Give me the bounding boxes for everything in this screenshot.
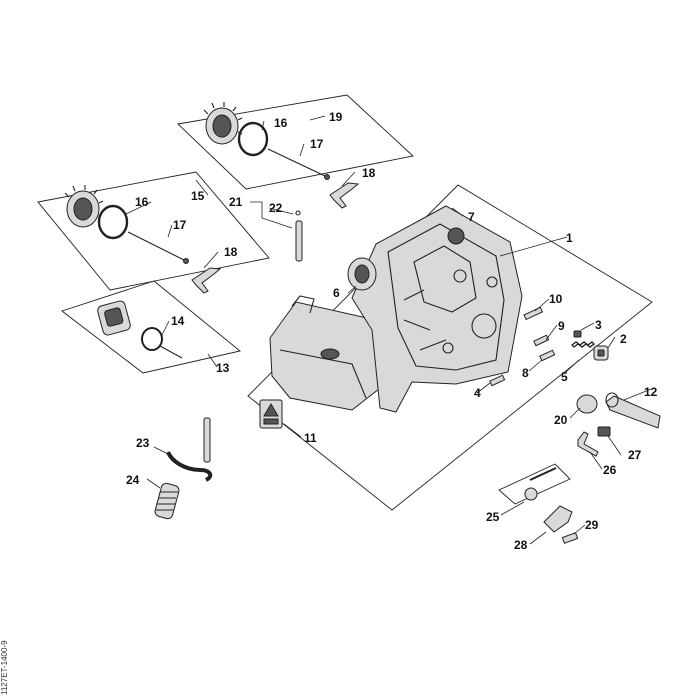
- callout-20: 20: [554, 413, 568, 427]
- clip-part-27: [597, 426, 611, 437]
- callout-2: 2: [620, 332, 627, 346]
- crankcase-housing-part-1: [269, 205, 523, 413]
- screw-part-8: [539, 349, 556, 362]
- spring-part-5: [570, 341, 596, 348]
- callout-numbers: 1 2 3 4 5 6 7 8 9 10 11 12 13 14 15 16 1…: [126, 110, 658, 552]
- bracket-part-26: [577, 431, 599, 457]
- spring-housing-part-19: [203, 102, 243, 145]
- ring-part-16-lower: [97, 204, 129, 240]
- callout-26: 26: [603, 463, 617, 477]
- screw-part-29: [561, 532, 579, 544]
- bracket-part-18-upper: [329, 182, 360, 209]
- callout-7: 7: [468, 210, 475, 224]
- callout-21: 21: [229, 195, 243, 209]
- callout-28: 28: [514, 538, 528, 552]
- spring-housing-part-15: [64, 185, 104, 228]
- frame-group-19: [177, 94, 414, 190]
- screw-part-25: [524, 467, 557, 501]
- callout-27: 27: [628, 448, 642, 462]
- seal-ring-part-14: [141, 327, 163, 351]
- bracket-part-18-lower: [191, 267, 222, 294]
- wire-part-13: [159, 345, 183, 359]
- callout-8: 8: [522, 366, 529, 380]
- callout-22: 22: [269, 201, 283, 215]
- callout-4: 4: [474, 386, 481, 400]
- callout-9: 9: [558, 319, 565, 333]
- nut-part-3: [573, 330, 582, 338]
- tensioner-part-28: [543, 505, 573, 533]
- ring-part-16-upper: [237, 121, 269, 157]
- callout-29: 29: [585, 518, 599, 532]
- callout-23: 23: [136, 436, 150, 450]
- cap-part-20: [576, 394, 598, 414]
- screw-part-9: [533, 334, 550, 347]
- screw-part-10: [523, 306, 544, 321]
- frame-group-25: [498, 463, 571, 505]
- callout-6: 6: [333, 286, 340, 300]
- callout-13: 13: [216, 361, 230, 375]
- callout-25: 25: [486, 510, 500, 524]
- callout-14: 14: [171, 314, 185, 328]
- callout-11: 11: [304, 431, 317, 445]
- callout-17-upper: 17: [310, 137, 324, 151]
- callout-15: 15: [191, 189, 205, 203]
- callout-5: 5: [561, 370, 568, 384]
- callout-3: 3: [595, 318, 602, 332]
- callout-19: 19: [329, 110, 343, 124]
- callout-18-lower: 18: [224, 245, 238, 259]
- callout-24: 24: [126, 473, 140, 487]
- callout-10: 10: [549, 292, 563, 306]
- screw-part-4: [489, 374, 506, 387]
- pin-part-22: [295, 210, 303, 262]
- frame-group-15: [37, 171, 270, 291]
- leader-lines: [125, 115, 652, 545]
- filter-part-24: [154, 482, 180, 520]
- rod-part-17-upper: [267, 148, 330, 180]
- spike-part-12: [605, 392, 661, 429]
- callout-17-lower: 17: [173, 218, 187, 232]
- drawing-code-label: 1127ET-1400-9: [0, 640, 9, 695]
- callout-18-upper: 18: [362, 166, 376, 180]
- plug-part-2: [593, 345, 609, 361]
- coil-housing-part-13: [97, 300, 131, 336]
- callout-16-lower: 16: [135, 195, 149, 209]
- rod-part-17-lower: [127, 231, 189, 264]
- decal-part-11: [259, 399, 283, 429]
- frame-group-13: [61, 280, 242, 374]
- hose-part-23: [166, 417, 213, 482]
- callout-1: 1: [566, 231, 573, 245]
- callout-16-upper: 16: [274, 116, 288, 130]
- callout-12: 12: [644, 385, 658, 399]
